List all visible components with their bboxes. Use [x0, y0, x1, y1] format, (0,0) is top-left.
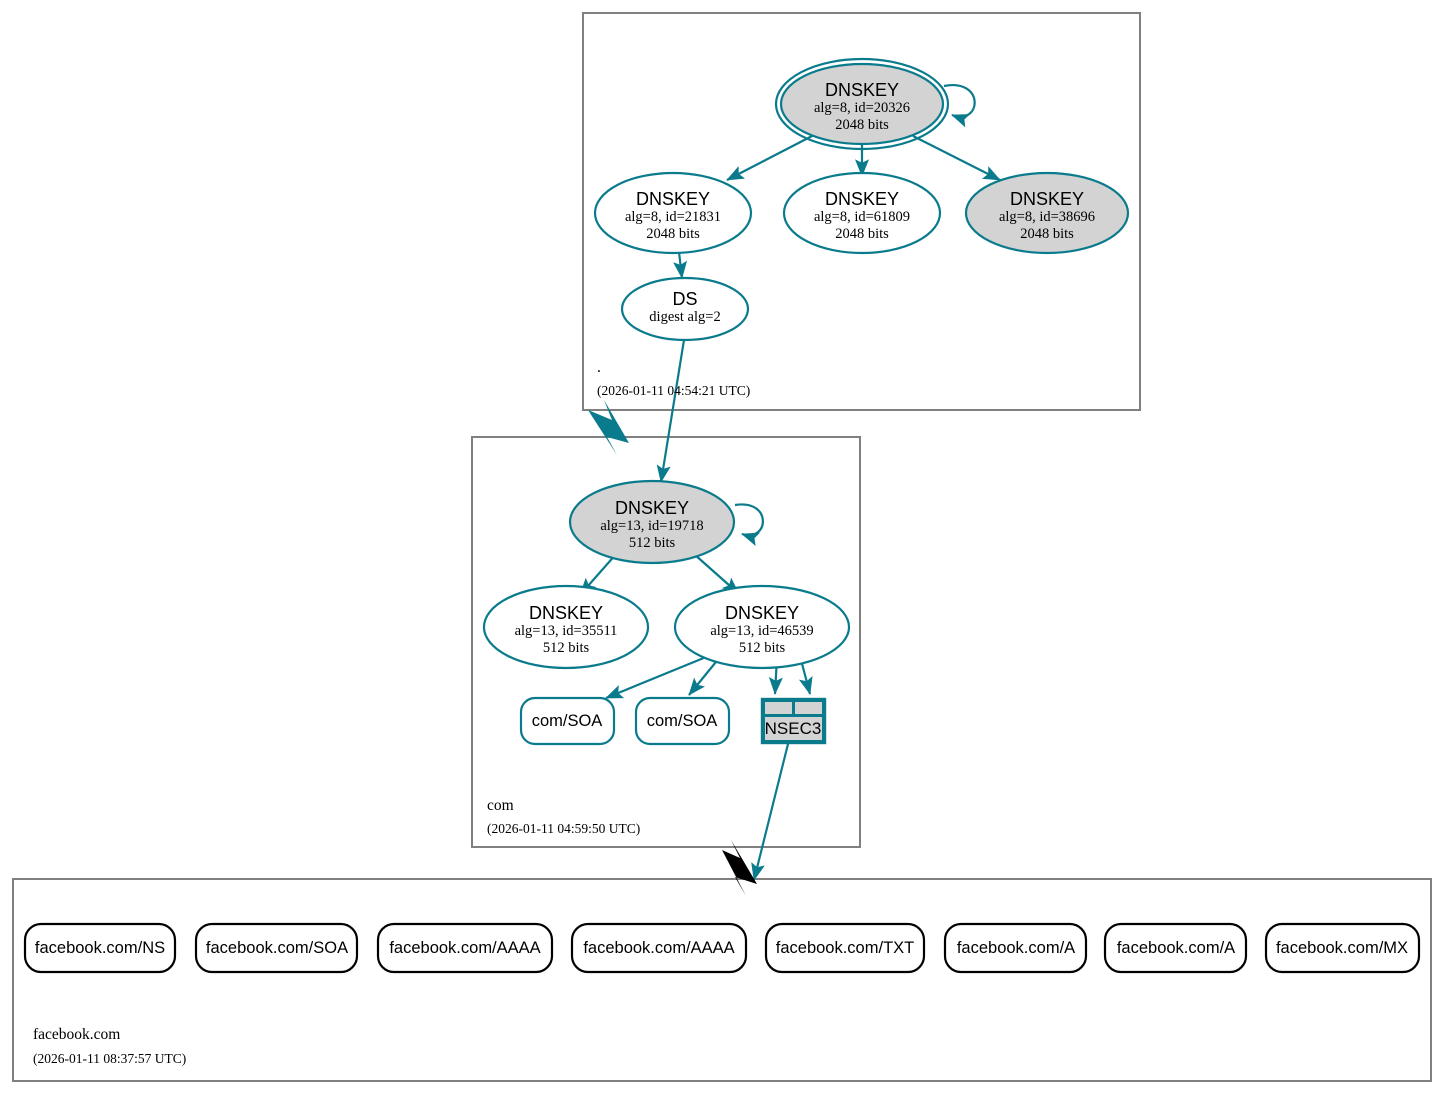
nsec3-cell-right — [793, 700, 824, 716]
edge-root-ksk-to-38696 — [912, 135, 1001, 181]
nsec3-label-cell — [763, 715, 824, 742]
zone-timestamp-root: (2026-01-11 04:54:21 UTC) — [597, 383, 751, 398]
zone-box-facebook — [12, 878, 1432, 1082]
zone-label-facebook: facebook.com — [33, 1026, 121, 1043]
node-root-zsk-61809 — [782, 171, 942, 255]
edge-root-ksk-selfloop — [943, 84, 976, 128]
delegation-arrow-com-to-facebook — [722, 840, 757, 896]
edge-com-nsec3-to-facebook — [751, 739, 791, 881]
node-com-soa-1 — [519, 696, 616, 746]
node-root-ds — [620, 276, 750, 342]
node-root-ksk-20326 — [779, 62, 945, 146]
node-fb-ns — [23, 922, 177, 974]
node-fb-aaaa1 — [376, 922, 554, 974]
edge-root-ksk-to-21831 — [726, 134, 815, 181]
node-com-zsk-46539 — [673, 584, 851, 670]
edge-com-46539-to-soa2 — [688, 656, 721, 696]
node-fb-soa — [194, 922, 359, 974]
node-com-zsk-35511 — [482, 584, 650, 670]
edge-root-ds-to-com-ksk — [656, 339, 686, 483]
node-fb-a1 — [943, 922, 1088, 974]
zone-box-root — [582, 12, 1141, 411]
zone-label-com: com — [487, 797, 514, 814]
edge-com-46539-to-soa1 — [605, 653, 712, 700]
node-com-ksk-19718 — [568, 479, 736, 565]
zone-box-com — [471, 436, 861, 848]
node-fb-aaaa2 — [570, 922, 748, 974]
zone-label-root: . — [597, 359, 601, 376]
edge-com-ksk-to-46539 — [693, 553, 740, 595]
node-root-zsk-21831 — [593, 171, 753, 255]
zone-timestamp-facebook: (2026-01-11 08:37:57 UTC) — [33, 1051, 187, 1066]
node-fb-mx — [1264, 922, 1421, 974]
node-root-ksk-20326-outer — [774, 57, 950, 151]
edge-com-ksk-selfloop — [734, 503, 764, 546]
edge-root-21831-to-ds — [673, 251, 688, 279]
node-fb-a2 — [1103, 922, 1248, 974]
zone-timestamp-com: (2026-01-11 04:59:50 UTC) — [487, 821, 641, 836]
node-com-soa-2 — [634, 696, 731, 746]
nsec3-cell-left — [763, 700, 794, 716]
node-fb-txt — [764, 922, 926, 974]
node-root-zsk-38696 — [964, 171, 1130, 255]
delegation-arrow-root-to-com — [588, 400, 629, 455]
